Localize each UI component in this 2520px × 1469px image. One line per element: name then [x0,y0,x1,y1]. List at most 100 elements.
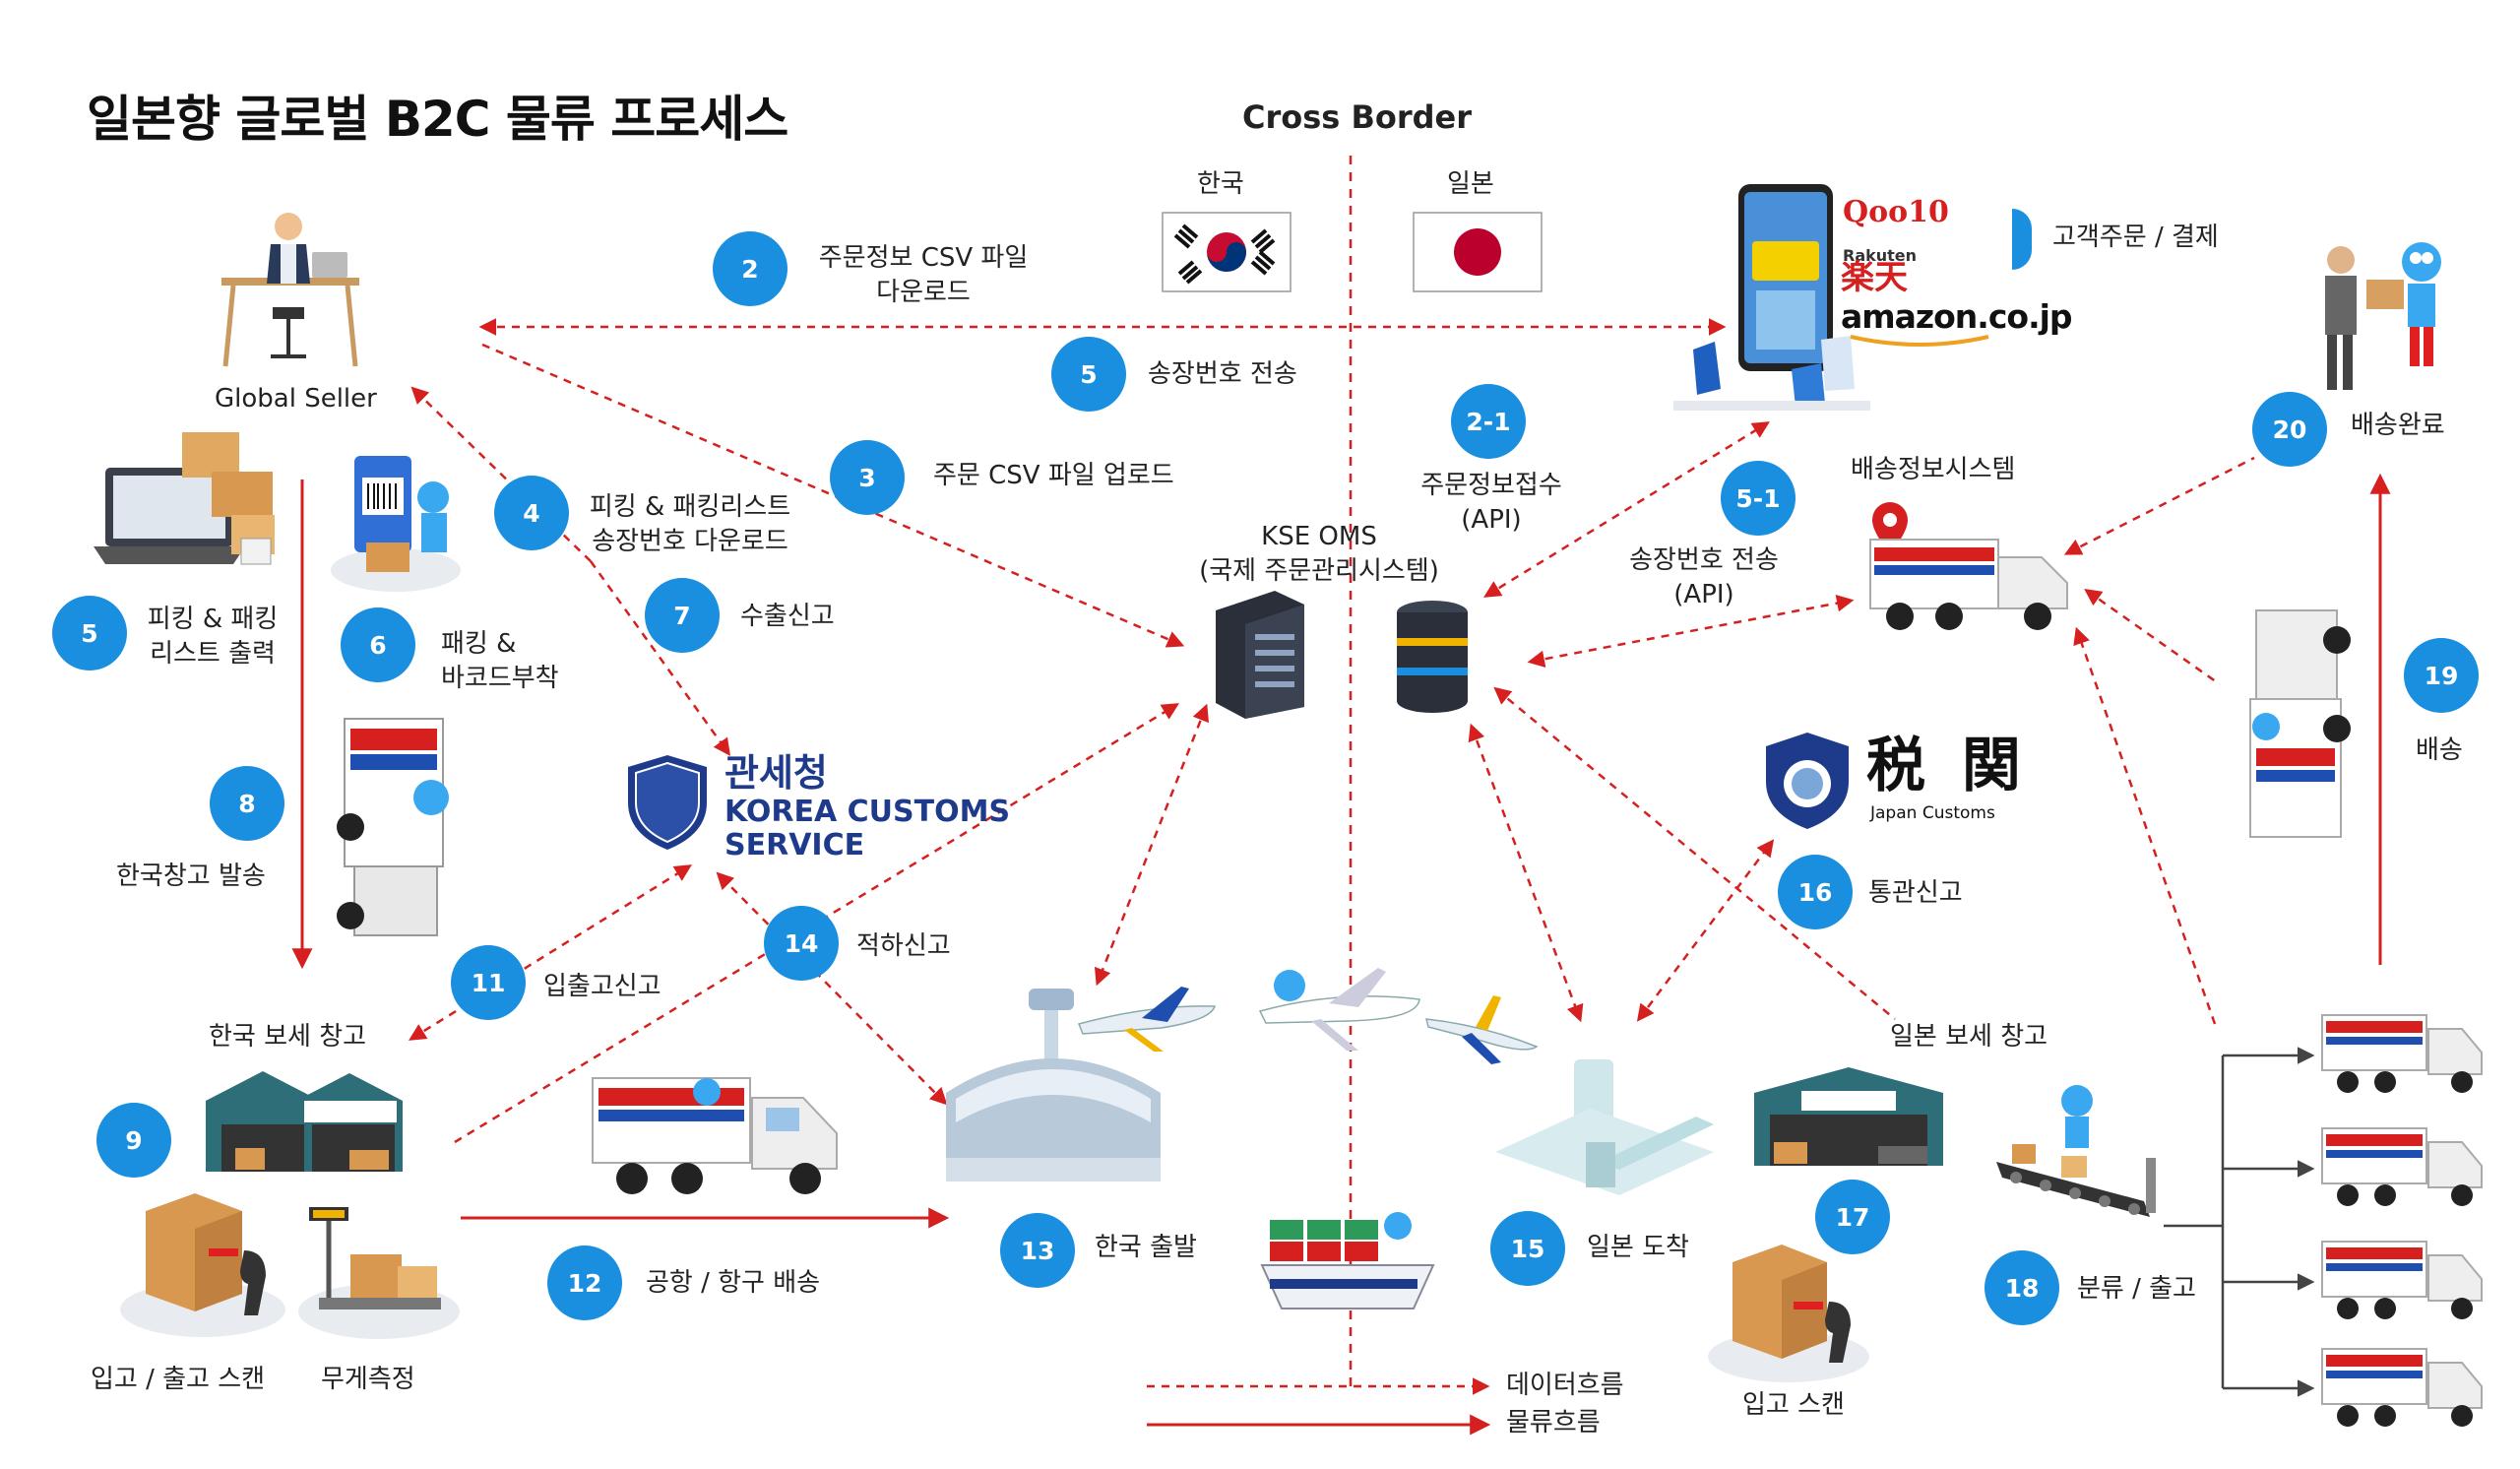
step-label-5-invoice: 송장번호 전송 [1148,359,1297,389]
smartphone-shop-icon [1673,184,1870,411]
flag-label-korea: 한국 [1197,169,1244,199]
amazon-logo: amazon.co.jp [1841,297,2073,336]
data-oms-japan-airport [1468,723,1584,1023]
data-manifest-kcs [716,871,948,1106]
step-label-2-1: 주문정보접수(API) [1420,471,1562,536]
outbound-truck-icon-4 [2321,1348,2483,1427]
step-badge-14: 14 [764,906,839,981]
weighing-label: 무게측정 [321,1365,415,1394]
japan-bonded-warehouse-icon [1754,1067,1943,1166]
delivery-person-icon [2325,242,2441,390]
step-label-15: 일본 도착 [1587,1233,1689,1262]
step-label-20: 배송완료 [2351,411,2445,440]
step-badge-7: 7 [645,578,720,653]
step-label-18: 분류 / 출고 [2077,1274,2196,1304]
data-delivery-complete [2063,456,2255,555]
step-badge-19: 19 [2404,638,2479,713]
step-badge-13: 13 [1000,1213,1075,1288]
inbound-scan-icon [1708,1245,1869,1382]
data-marketplace-oms [1483,421,1770,598]
data-warehouse-kcs [409,864,692,1041]
step-badge-5-print: 5 [52,596,127,671]
database-icon [1397,601,1468,713]
step-badge-9: 9 [96,1103,171,1178]
korea-flag-icon [1162,212,1292,292]
scan-in-label: 입고 스캔 [1742,1390,1845,1420]
cargo-ship-icon [1260,1212,1435,1309]
step-badge-5-1: 5-1 [1721,461,1796,536]
japan-customs-emblem-icon [1766,733,1849,829]
step-label-11: 입출고신고 [543,972,662,1001]
data-export-customs [589,560,731,756]
step-badge-18: 18 [1984,1250,2059,1325]
step-label-6: 패킹 &바코드부착 [441,629,559,694]
delivery-info-label: 배송정보시스템 [1851,455,2016,484]
step-badge-16: 16 [1778,855,1853,929]
step-label-7: 수출신고 [740,602,835,631]
korea-customs-en2: SERVICE [724,828,865,862]
data-delivery-truck [2084,588,2221,686]
japan-bonded-label: 일본 보세 창고 [1890,1022,2048,1052]
data-customs-japan [1636,839,1775,1022]
korea-customs-shield-icon [628,755,707,850]
step-badge-5-invoice: 5 [1051,337,1126,412]
data-dispatch-info [2073,626,2217,1025]
data-oms-korea-airport [1094,703,1210,987]
cross-border-label: Cross Border [1242,98,1473,136]
korea-customs-en1: KOREA CUSTOMS [724,795,1011,829]
step-badge-3: 3 [830,440,905,515]
step-badge-4: 4 [494,476,569,550]
korea-bonded-warehouse-icon [206,1071,403,1172]
japan-customs-kanji: 税 関 [1866,732,2029,800]
step-label-16: 통관신고 [1868,878,1963,908]
legend-data-flow: 데이터흐름 [1506,1371,1624,1400]
delivery-truck-pin-icon [1869,502,2068,630]
korea-airport-icon [946,989,1161,1182]
korea-bonded-label: 한국 보세 창고 [209,1022,367,1052]
step-badge-15: 15 [1490,1211,1565,1286]
inout-scan-icon [120,1193,285,1337]
truck-icon [592,1077,838,1194]
step-badge-8: 8 [210,766,284,841]
step-badge-2-1: 2-1 [1451,384,1526,459]
laptop-packing-list-icon [94,432,275,565]
outbound-truck-icon-2 [2321,1127,2483,1206]
qoo10-logo: Qoo10 [1843,195,1949,229]
airplane-icon-3 [1425,995,1539,1064]
truck-vertical-icon [337,718,449,936]
server-rack-icon [1216,591,1304,719]
sorting-branches [2164,1047,2315,1397]
data-oms-delivery-info [1527,595,1855,668]
step-label-3: 주문 CSV 파일 업로드 [933,461,1174,490]
step-badge-2: 2 [713,231,788,306]
step-badge-11: 11 [451,945,526,1020]
kse-oms-label: KSE OMS (국제 주문관리시스템) [1199,522,1439,587]
customer-order-marker [2012,209,2032,270]
weighing-scale-icon [298,1207,460,1339]
customer-order-label: 고객주문 / 결제 [2052,223,2219,252]
page-title: 일본향 글로벌 B2C 물류 프로세스 [87,91,788,148]
sorting-conveyor-icon [1996,1085,2156,1217]
amazon-smile-icon [1850,335,1989,347]
legend-logistics-flow: 물류흐름 [1506,1408,1601,1437]
outbound-truck-icon-1 [2321,1014,2483,1093]
airplane-icon-2 [1258,968,1420,1051]
korea-customs-hangul: 관세청 [724,751,828,795]
step-badge-12: 12 [547,1245,622,1320]
step-label-8: 한국창고 발송 [116,862,266,891]
data-picking-seller [410,386,592,562]
global-seller-icon [221,213,359,367]
rakuten-logo-small: Rakuten [1843,246,1918,265]
step-label-19: 배송 [2416,735,2463,765]
step-badge-6: 6 [341,607,415,682]
scan-inout-label: 입고 / 출고 스캔 [91,1365,266,1394]
truck-delivery-vertical-icon [2249,609,2351,838]
japan-airport-icon [1495,1059,1714,1195]
step-badge-20: 20 [2252,392,2327,467]
japan-flag-icon [1413,212,1543,292]
step-label-12: 공항 / 항구 배송 [646,1268,821,1298]
